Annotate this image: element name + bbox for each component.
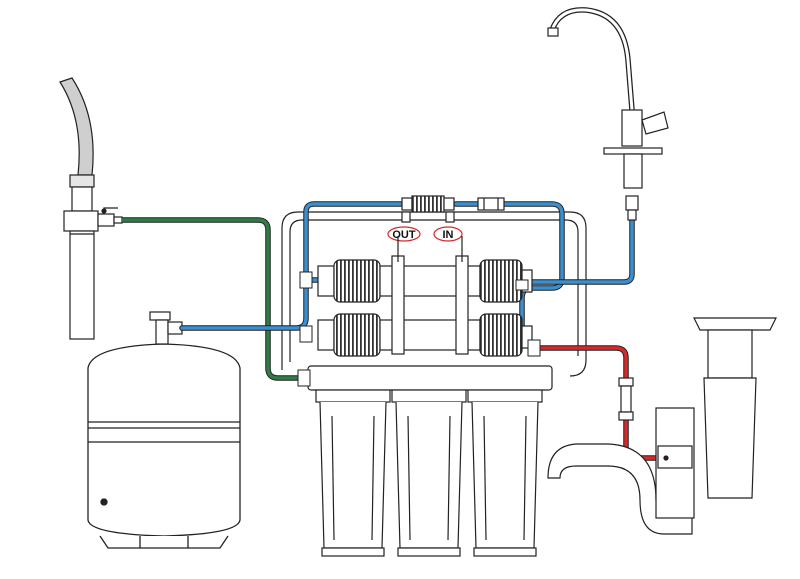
mounting-frame — [281, 211, 587, 377]
post-filter-cartridge-icon — [401, 195, 505, 223]
pre-filter-housing-icon — [307, 365, 553, 557]
feed-water-hose-icon — [59, 77, 99, 340]
faucet-icon[interactable] — [547, 7, 669, 221]
in-label-text: IN — [443, 229, 454, 241]
out-label: OUT — [387, 226, 421, 242]
drain-line — [528, 346, 664, 460]
flow-restrictor-icon — [618, 377, 634, 421]
sink-trap-icon — [547, 317, 777, 535]
feed-valve-icon[interactable] — [97, 207, 123, 227]
storage-tank-icon — [87, 343, 241, 549]
filter-housing-3 — [467, 389, 543, 557]
in-label: IN — [433, 226, 463, 242]
out-label-text: OUT — [392, 229, 416, 241]
drain-saddle-icon — [657, 445, 693, 469]
filter-housing-2 — [391, 389, 467, 557]
tank-valve-icon[interactable] — [149, 311, 183, 345]
fittings — [297, 271, 541, 387]
filter-housing-1 — [315, 389, 391, 557]
membrane-housing-icon — [317, 236, 533, 357]
